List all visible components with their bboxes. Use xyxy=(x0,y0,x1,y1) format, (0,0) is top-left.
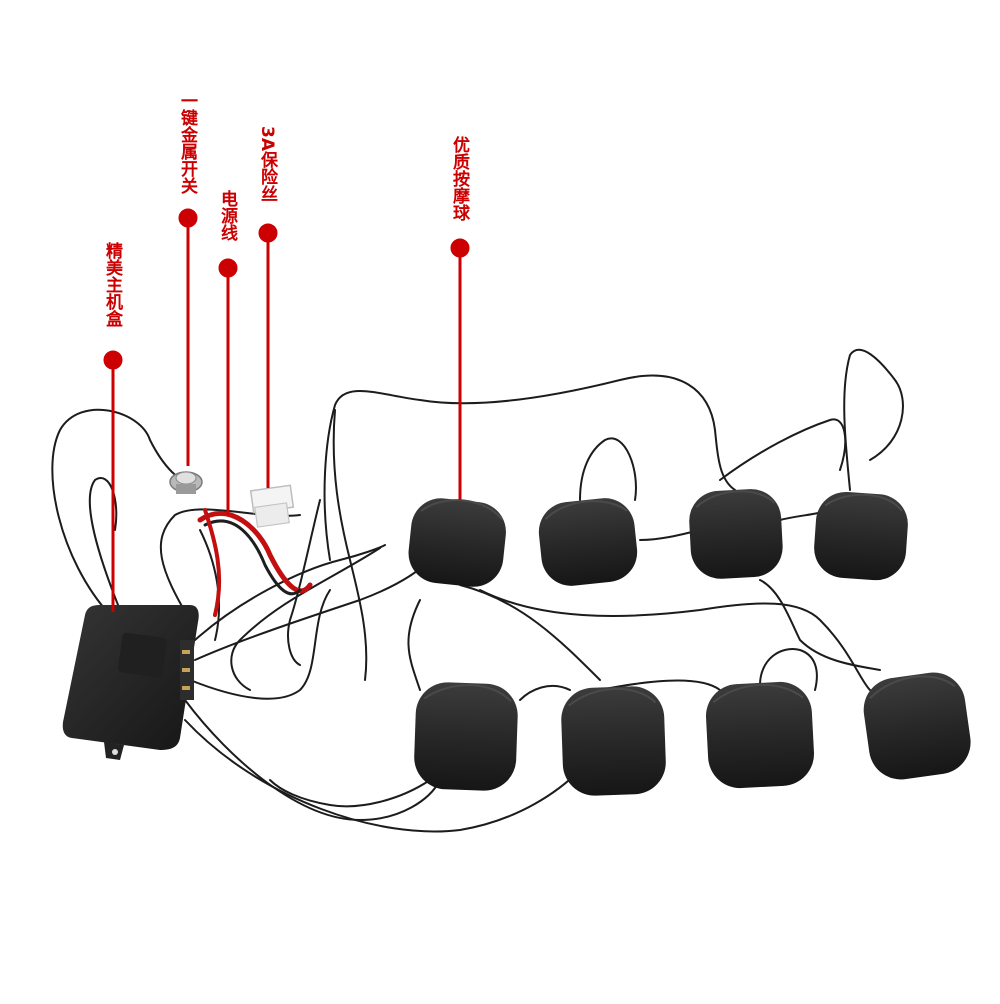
main-box-pointer-dot xyxy=(103,350,123,370)
massage-ball-pointer-dot xyxy=(450,238,470,258)
fuse-label: 3A保险丝 xyxy=(257,126,277,202)
massage-pod xyxy=(561,686,666,796)
main-box-label: 精美主机盒 xyxy=(102,242,122,327)
power-cord-label: 电源线 xyxy=(217,190,237,241)
callout-pointers xyxy=(103,208,470,612)
massage-pod xyxy=(408,498,506,587)
main-control-box xyxy=(62,605,199,760)
fuse-holder xyxy=(249,484,295,528)
massage-pod xyxy=(705,681,815,789)
massage-ball-label: 优质按摩球 xyxy=(449,136,469,221)
power-cord-pointer-dot xyxy=(218,258,238,278)
cables xyxy=(51,348,904,833)
massage-pod xyxy=(689,489,783,579)
switch-label: 一键金属开关 xyxy=(177,92,197,194)
massage-pod xyxy=(414,682,518,791)
fuse-pointer-dot xyxy=(258,223,278,243)
power-cord-wire xyxy=(197,508,313,617)
massage-pod xyxy=(814,491,908,581)
massage-pod xyxy=(538,498,638,586)
switch-pointer-dot xyxy=(178,208,198,228)
massage-pods xyxy=(408,489,971,796)
massage-pod xyxy=(863,672,971,780)
metal-switch xyxy=(169,471,203,494)
